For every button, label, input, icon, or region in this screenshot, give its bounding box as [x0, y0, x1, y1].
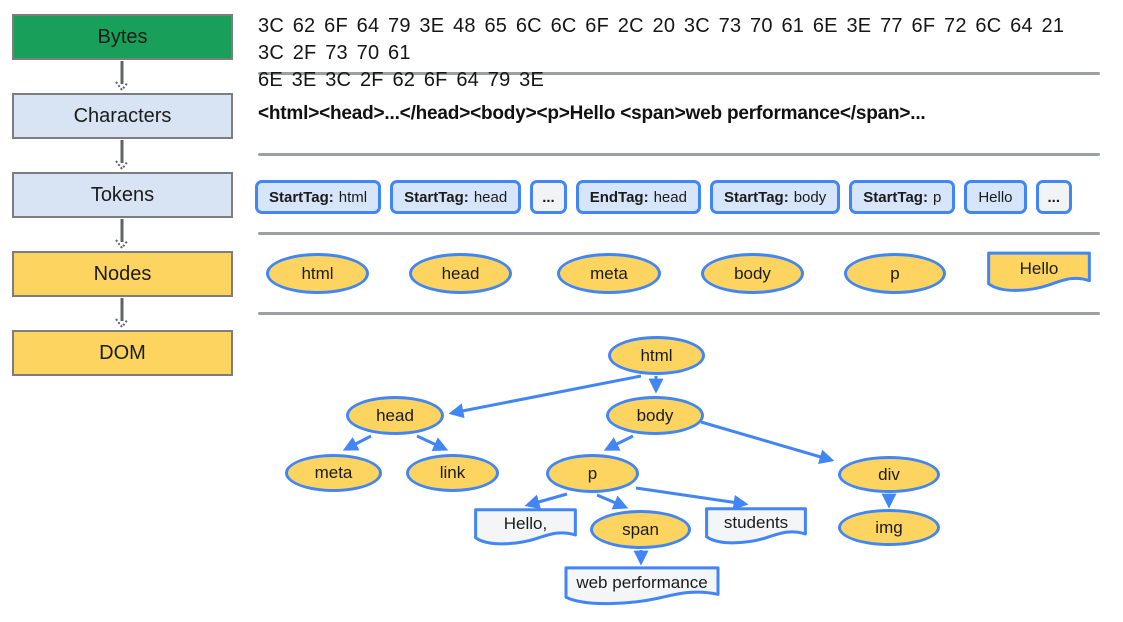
down-arrow-icon	[115, 140, 129, 171]
stage-bytes-label: Bytes	[97, 25, 148, 48]
tree-textnode-students: students	[704, 506, 808, 547]
tree-node-meta: meta	[285, 454, 382, 492]
stage-tokens: Tokens	[12, 172, 233, 218]
bytes-hex-line2: 6E 3E 3C 2F 62 6F 64 79 3E	[258, 69, 545, 91]
token-type-label: StartTag:	[269, 188, 334, 206]
token-value: body	[793, 188, 827, 206]
document-shape-icon	[704, 506, 808, 547]
token-value: ...	[1047, 188, 1061, 206]
edge-body-p	[603, 434, 634, 451]
token-type-label: StartTag:	[723, 188, 789, 206]
token-starttag-p: StartTag: p	[849, 180, 956, 214]
tree-node-body: body	[606, 396, 704, 435]
tokens-row: StartTag: html StartTag: head ... EndTag…	[255, 180, 1073, 214]
tree-node-label: html	[640, 345, 673, 365]
tree-node-label: img	[875, 517, 903, 537]
tree-node-label: link	[439, 463, 466, 482]
document-shape-icon	[473, 507, 578, 548]
tree-node-label: web performance	[576, 572, 708, 592]
bytes-hex-line1: 3C 62 6F 64 79 3E 48 65 6C 6C 6F 2C 20 3…	[258, 15, 1065, 64]
node-meta: meta	[557, 253, 661, 294]
document-shape-icon	[562, 565, 722, 608]
tree-node-div: div	[838, 456, 940, 493]
stage-bytes: Bytes	[12, 14, 233, 60]
token-type-label: EndTag:	[589, 188, 649, 206]
separator-line	[258, 153, 1100, 156]
stage-tokens-label: Tokens	[90, 183, 155, 206]
tree-node-label: meta	[314, 463, 353, 482]
edge-p-students	[635, 486, 749, 510]
tree-node-link: link	[406, 454, 499, 492]
stage-nodes-label: Nodes	[93, 262, 152, 285]
stage-dom: DOM	[12, 330, 233, 376]
token-value: html	[338, 188, 368, 206]
tree-node-label: div	[878, 464, 900, 484]
edge-p-hello	[524, 492, 568, 510]
dom-tree: html head body meta link p div img Hello…	[0, 318, 1123, 622]
token-text-hello: Hello	[964, 180, 1027, 214]
edge-p-span	[596, 493, 629, 510]
token-starttag-html: StartTag: html	[255, 180, 382, 214]
separator-line	[258, 312, 1100, 315]
token-ellipsis: ...	[530, 180, 567, 214]
tree-node-img: img	[838, 509, 940, 546]
tree-node-label: span	[622, 519, 659, 539]
node-p: p	[844, 253, 946, 294]
tree-node-p: p	[546, 454, 639, 493]
node-label: p	[890, 263, 900, 283]
node-label: html	[301, 263, 334, 283]
tree-node-label: students	[723, 512, 789, 532]
stage-characters: Characters	[12, 93, 233, 139]
stage-nodes: Nodes	[12, 251, 233, 297]
token-value: ...	[542, 188, 555, 206]
separator-line	[258, 72, 1100, 75]
node-text-hello: Hello	[986, 250, 1092, 295]
tree-node-label: body	[636, 405, 674, 425]
token-type-label: StartTag:	[404, 188, 469, 206]
node-label: meta	[590, 263, 628, 283]
token-endtag-head: EndTag: head	[575, 180, 701, 214]
node-label: head	[441, 263, 480, 283]
token-type-label: StartTag:	[863, 188, 928, 206]
tree-node-label: Hello,	[503, 513, 548, 533]
down-arrow-icon	[115, 298, 129, 329]
edge-body-div	[700, 420, 835, 465]
token-value: head	[653, 188, 687, 206]
separator-line	[258, 232, 1100, 235]
tree-node-label: p	[587, 463, 598, 483]
node-body: body	[701, 253, 804, 294]
tree-node-head: head	[346, 396, 444, 435]
edge-head-meta	[342, 434, 372, 451]
node-html: html	[266, 253, 369, 294]
token-ellipsis: ...	[1035, 180, 1073, 214]
tree-node-span: span	[590, 510, 691, 549]
tree-textnode-web-performance: web performance	[562, 565, 722, 608]
token-value: p	[932, 188, 942, 206]
edge-html-head	[448, 374, 642, 419]
dom-tree-edges	[342, 374, 897, 566]
characters-markup-text: <html><head>...</head><body><p>Hello <sp…	[258, 103, 926, 124]
token-value: head	[473, 188, 508, 206]
node-label: Hello	[1019, 258, 1059, 278]
stage-dom-label: DOM	[99, 341, 146, 364]
document-shape-icon	[986, 250, 1092, 295]
down-arrow-icon	[115, 61, 129, 92]
tree-node-html: html	[608, 336, 705, 375]
stage-characters-label: Characters	[73, 104, 172, 127]
token-starttag-body: StartTag: body	[709, 180, 841, 214]
node-head: head	[409, 253, 512, 294]
token-value: Hello	[978, 188, 1013, 206]
edge-head-link	[416, 434, 449, 452]
tree-node-label: head	[376, 405, 414, 425]
token-starttag-head: StartTag: head	[390, 180, 522, 214]
node-label: body	[734, 263, 771, 283]
bytes-hex-text: 3C 62 6F 64 79 3E 48 65 6C 6C 6F 2C 20 3…	[258, 13, 1068, 94]
down-arrow-icon	[115, 219, 129, 250]
tree-textnode-hello: Hello,	[473, 507, 578, 548]
